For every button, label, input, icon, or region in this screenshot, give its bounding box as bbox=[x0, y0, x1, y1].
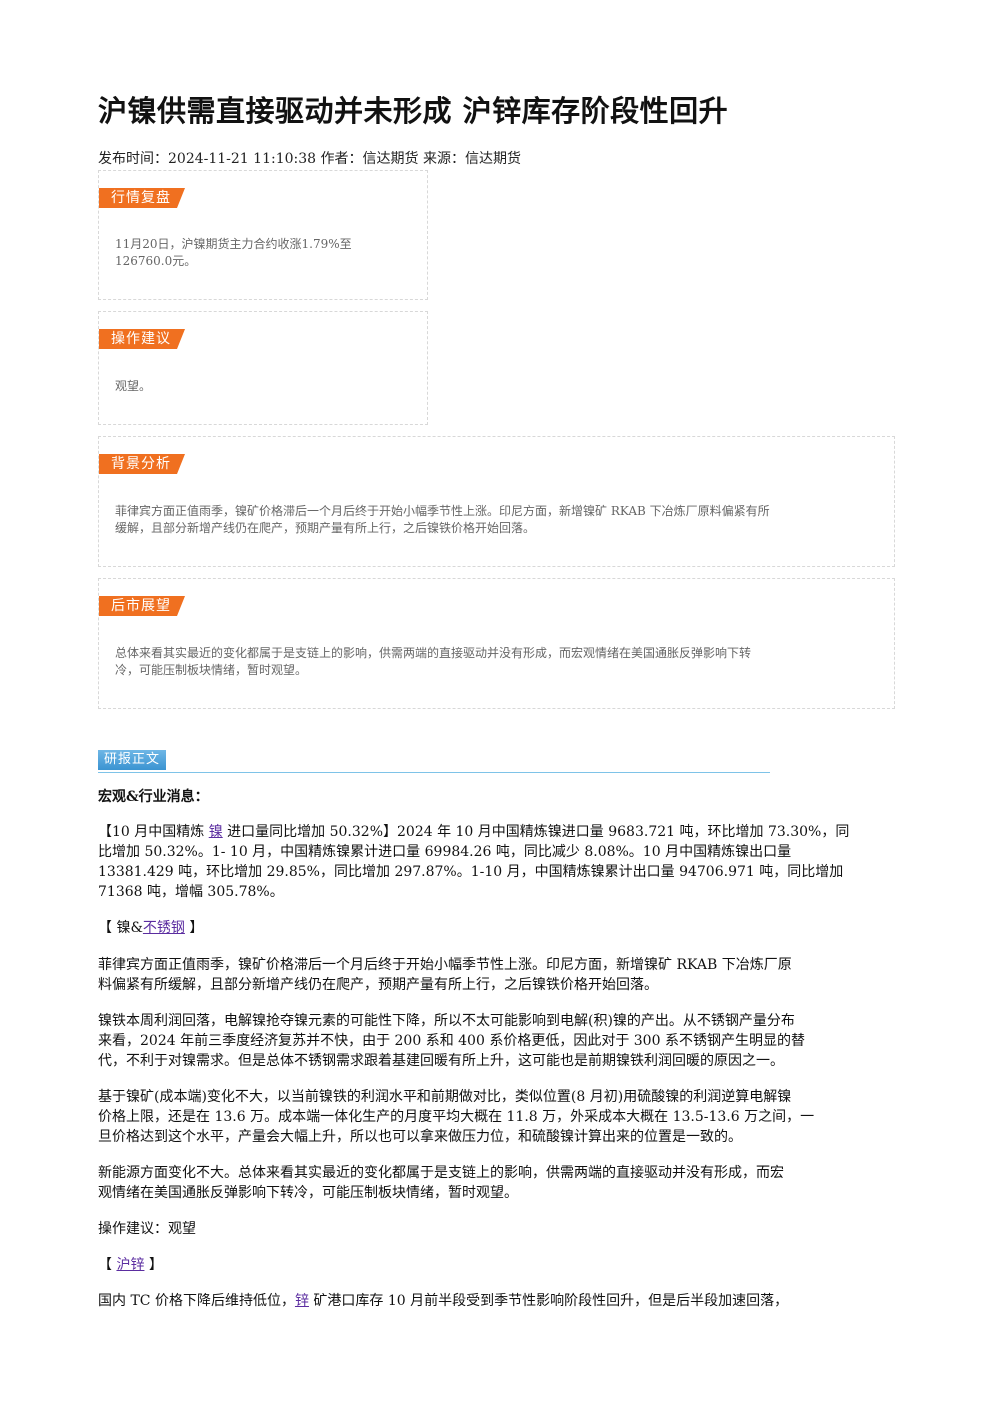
report-paragraph-2: 【 镍&不锈钢 】 bbox=[98, 918, 894, 938]
background-line-2: 缓解，且部分新增产线仍在爬产，预期产量有所上行，之后镍铁价格开始回落。 bbox=[115, 521, 536, 535]
outlook-tag: 后市展望 bbox=[99, 596, 185, 616]
outlook-line-1: 总体来看其实最近的变化都属于是支链上的影响，供需两端的直接驱动并没有形成，而宏观… bbox=[115, 646, 752, 660]
p5-line-2: 价格上限，还是在 13.6 万。成本端一体化生产的月度平均大概在 11.8 万，… bbox=[98, 1109, 815, 1125]
p1-line-1-a: 【10 月中国精炼 bbox=[98, 824, 209, 840]
article-title: 沪镍供需直接驱动并未形成 沪锌库存阶段性回升 bbox=[98, 94, 729, 128]
p1-line-3: 13381.429 吨，环比增加 29.85%，同比增加 297.87%。1-1… bbox=[98, 864, 844, 880]
p5-line-3: 旦价格达到这个水平，产量会大幅上升，所以也可以拿来做压力位，和硫酸镍计算出来的位… bbox=[98, 1129, 742, 1145]
market-review-box: 行情复盘 11月20日，沪镍期货主力合约收涨1.79%至 126760.0元。 bbox=[98, 170, 428, 300]
operation-tag: 操作建议 bbox=[99, 329, 185, 349]
nickel-link[interactable]: 镍 bbox=[208, 824, 223, 840]
report-section-tag: 研报正文 bbox=[98, 750, 167, 770]
p1-line-1-b: 进口量同比增加 50.32%】2024 年 10 月中国精炼镍进口量 9683.… bbox=[222, 824, 850, 840]
report-paragraph-5: 基于镍矿(成本端)变化不大，以当前镍铁的利润水平和前期做对比，类似位置(8 月初… bbox=[98, 1087, 894, 1147]
report-paragraph-4: 镍铁本周利润回落，电解镍抢夺镍元素的可能性下降，所以不太可能影响到电解(积)镍的… bbox=[98, 1011, 894, 1071]
operation-text: 观望。 bbox=[115, 379, 152, 393]
p4-line-2: 来看，2024 年前三季度经济复苏并不快，由于 200 系和 400 系价格更低… bbox=[98, 1033, 805, 1049]
report-paragraph-9: 国内 TC 价格下降后维持低位，锌 矿港口库存 10 月前半段受到季节性影响阶段… bbox=[98, 1291, 894, 1311]
p4-line-3: 代，不利于对镍需求。但是总体不锈钢需求跟着基建回暖有所上升，这可能也是前期镍铁利… bbox=[98, 1053, 784, 1069]
market-review-line-1: 11月20日，沪镍期货主力合约收涨1.79%至 bbox=[115, 237, 352, 251]
p8-b: 】 bbox=[144, 1257, 163, 1273]
operation-box: 操作建议 观望。 bbox=[98, 311, 428, 425]
market-review-tag: 行情复盘 bbox=[99, 188, 185, 208]
outlook-box: 后市展望 总体来看其实最近的变化都属于是支链上的影响，供需两端的直接驱动并没有形… bbox=[98, 578, 895, 709]
article-meta: 发布时间：2024-11-21 11:10:38 作者：信达期货 来源：信达期货 bbox=[98, 151, 521, 167]
operation-suggestion: 操作建议：观望 bbox=[98, 1221, 196, 1237]
macro-heading-text: 宏观&行业消息： bbox=[98, 789, 209, 805]
p1-line-2: 比增加 50.32%。1- 10 月，中国精炼镍累计进口量 69984.26 吨… bbox=[98, 844, 792, 860]
report-paragraph-6: 新能源方面变化不大。总体来看其实最近的变化都属于是支链上的影响，供需两端的直接驱… bbox=[98, 1163, 894, 1203]
p4-line-1: 镍铁本周利润回落，电解镍抢夺镍元素的可能性下降，所以不太可能影响到电解(积)镍的… bbox=[98, 1013, 795, 1029]
stainless-steel-link[interactable]: 不锈钢 bbox=[142, 920, 185, 936]
report-macro-heading: 宏观&行业消息： bbox=[98, 787, 894, 807]
p3-line-2: 料偏紧有所缓解，且部分新增产线仍在爬产，预期产量有所上行，之后镍铁价格开始回落。 bbox=[98, 977, 658, 993]
p5-line-1: 基于镍矿(成本端)变化不大，以当前镍铁的利润水平和前期做对比，类似位置(8 月初… bbox=[98, 1089, 792, 1105]
p8-a: 【 bbox=[98, 1257, 117, 1273]
p3-line-1: 菲律宾方面正值雨季，镍矿价格滞后一个月后终于开始小幅季节性上涨。印尼方面，新增镍… bbox=[98, 957, 792, 973]
p1-line-1: 【10 月中国精炼 镍 进口量同比增加 50.32%】2024 年 10 月中国… bbox=[98, 822, 894, 842]
report-paragraph-1: 【10 月中国精炼 镍 进口量同比增加 50.32%】2024 年 10 月中国… bbox=[98, 822, 894, 902]
background-text: 菲律宾方面正值雨季，镍矿价格滞后一个月后终于开始小幅季节性上涨。印尼方面，新增镍… bbox=[115, 503, 876, 537]
outlook-text: 总体来看其实最近的变化都属于是支链上的影响，供需两端的直接驱动并没有形成，而宏观… bbox=[115, 645, 876, 679]
background-line-1: 菲律宾方面正值雨季，镍矿价格滞后一个月后终于开始小幅季节性上涨。印尼方面，新增镍… bbox=[115, 504, 770, 518]
market-review-line-2: 126760.0元。 bbox=[115, 254, 197, 268]
p2-a: 【 镍& bbox=[98, 920, 143, 936]
report-section-header: 研报正文 bbox=[98, 750, 770, 773]
report-paragraph-8: 【 沪锌 】 bbox=[98, 1255, 894, 1275]
p1-line-4: 71368 吨，增幅 305.78%。 bbox=[98, 884, 284, 900]
market-review-text: 11月20日，沪镍期货主力合约收涨1.79%至 126760.0元。 bbox=[115, 236, 409, 270]
report-paragraph-3: 菲律宾方面正值雨季，镍矿价格滞后一个月后终于开始小幅季节性上涨。印尼方面，新增镍… bbox=[98, 955, 894, 995]
p6-line-2: 观情绪在美国通胀反弹影响下转冷，可能压制板块情绪，暂时观望。 bbox=[98, 1185, 518, 1201]
p6-line-1: 新能源方面变化不大。总体来看其实最近的变化都属于是支链上的影响，供需两端的直接驱… bbox=[98, 1165, 784, 1181]
p8-line: 【 沪锌 】 bbox=[98, 1255, 894, 1275]
zinc-link[interactable]: 锌 bbox=[294, 1293, 309, 1309]
background-box: 背景分析 菲律宾方面正值雨季，镍矿价格滞后一个月后终于开始小幅季节性上涨。印尼方… bbox=[98, 436, 895, 567]
p9-a: 国内 TC 价格下降后维持低位， bbox=[98, 1293, 295, 1309]
background-tag: 背景分析 bbox=[99, 454, 185, 474]
shanghai-zinc-link[interactable]: 沪锌 bbox=[116, 1257, 145, 1273]
p2-line: 【 镍&不锈钢 】 bbox=[98, 918, 894, 938]
p9-line: 国内 TC 价格下降后维持低位，锌 矿港口库存 10 月前半段受到季节性影响阶段… bbox=[98, 1291, 894, 1311]
p9-b: 矿港口库存 10 月前半段受到季节性影响阶段性回升，但是后半段加速回落， bbox=[308, 1293, 789, 1309]
p2-b: 】 bbox=[184, 920, 204, 936]
report-paragraph-7: 操作建议：观望 bbox=[98, 1219, 894, 1239]
outlook-line-2: 冷，可能压制板块情绪，暂时观望。 bbox=[115, 663, 308, 677]
